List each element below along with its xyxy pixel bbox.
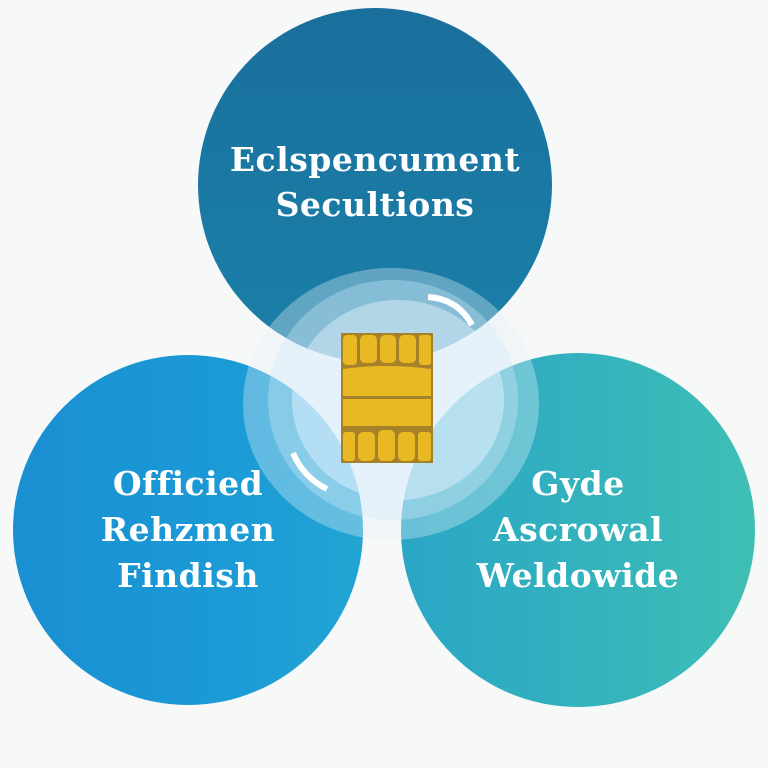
- arc-accent-top-icon: [427, 294, 475, 327]
- circle-bottom-left-label: Officied Rehzmen Findish: [101, 461, 276, 599]
- label-line: Officied: [112, 464, 264, 503]
- label-line: Gyde: [531, 464, 625, 503]
- circle-bottom-right-label: Gyde Ascrowal Weldowide: [477, 461, 680, 599]
- label-line: Rehzmen: [100, 510, 276, 549]
- circle-top: Eclspencument Secultions: [198, 8, 552, 362]
- circle-top-label: Eclspencument Secultions: [230, 137, 520, 227]
- circle-bottom-left: Officied Rehzmen Findish: [13, 355, 363, 705]
- chip-icon: [341, 333, 433, 463]
- label-line: Eclspencument: [229, 140, 521, 179]
- label-line: Findish: [117, 556, 259, 595]
- label-line: Weldowide: [476, 556, 680, 595]
- circle-bottom-right: Gyde Ascrowal Weldowide: [401, 353, 755, 707]
- label-line: Ascrowal: [493, 510, 663, 549]
- label-line: Secultions: [275, 185, 475, 224]
- arc-accent-bottom-icon: [290, 451, 329, 492]
